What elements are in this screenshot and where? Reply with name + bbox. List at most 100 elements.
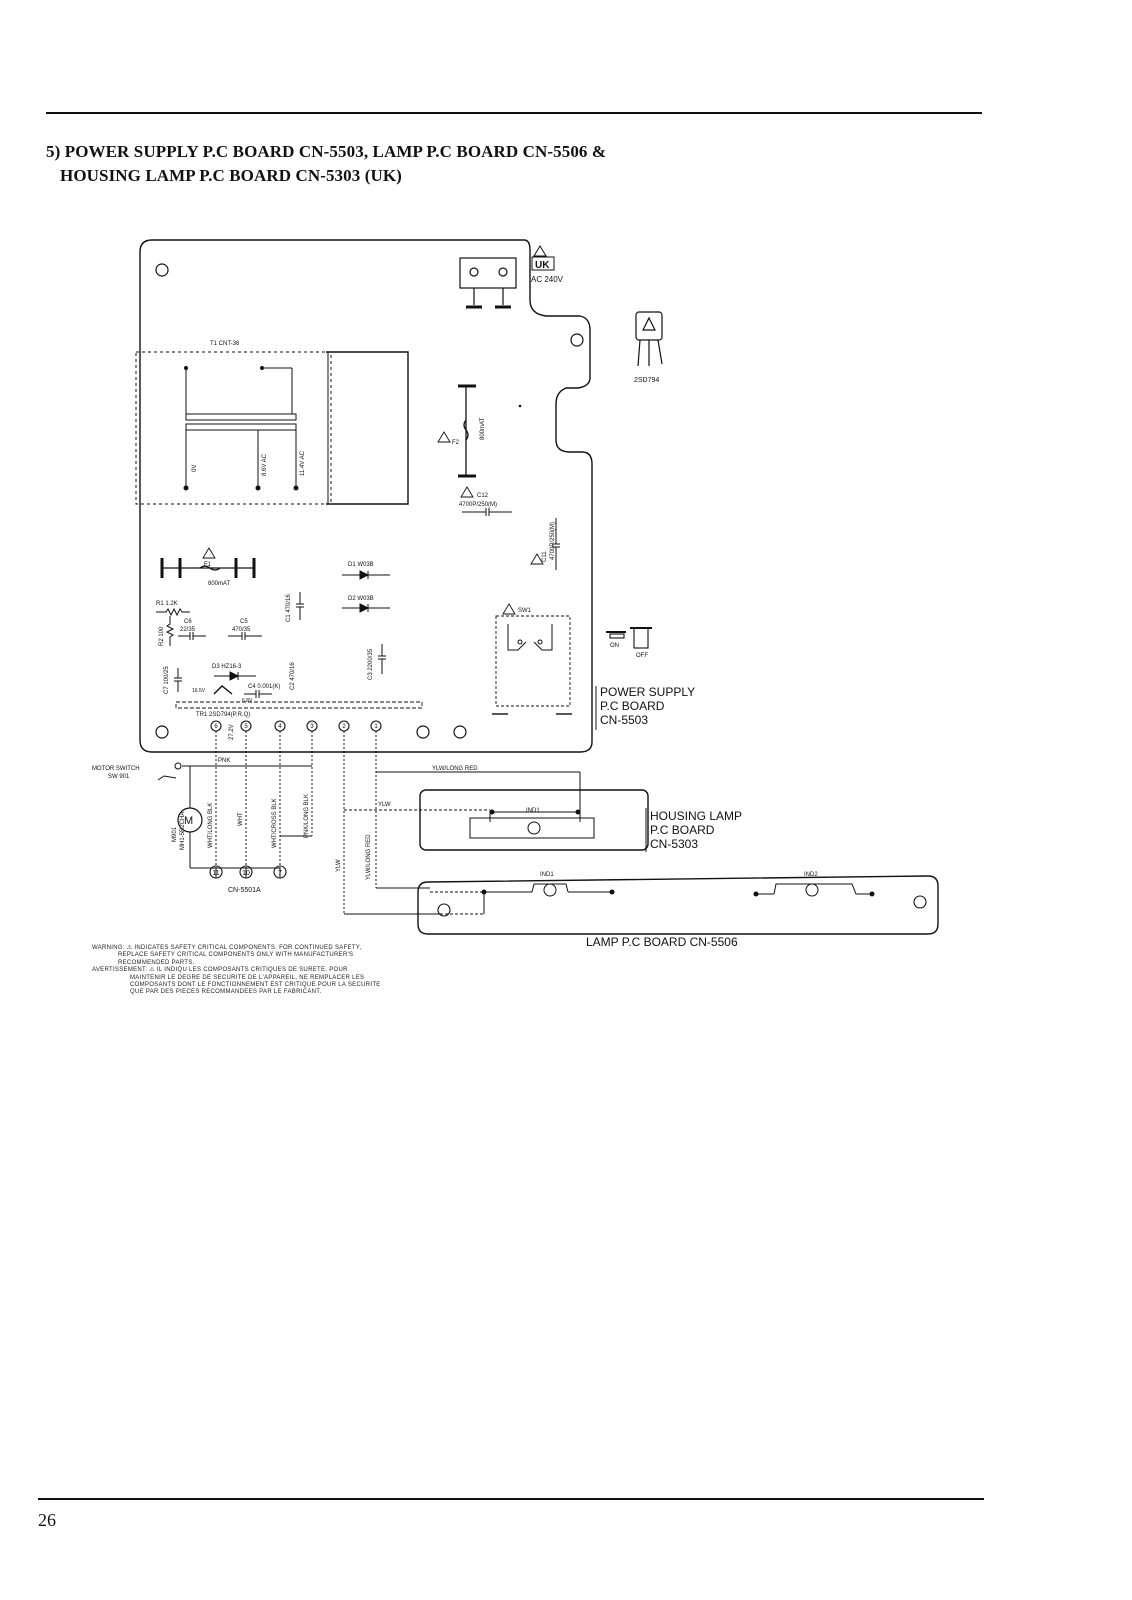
motor-m901 [177, 807, 203, 833]
wire-pnk-long-blk: PNK/LONG BLK [304, 794, 310, 838]
wire-ylw-long-red: YLW/LONG RED [432, 766, 478, 772]
pin-6: 6 [214, 724, 218, 730]
ps-board-line-3: CN-5503 [600, 713, 648, 727]
lamp-ind2-label: IND2 [804, 872, 818, 878]
sw1-outline [495, 615, 571, 707]
m901-label: M901 [172, 826, 178, 842]
c5-name: C5 [240, 619, 248, 625]
fuse-f1-value: 800mAT [208, 581, 231, 587]
pin-5: 5 [244, 724, 248, 730]
avertissement-line-1: AVERTISSEMENT: ⚠ IL INDIQU LES COMPOSANT… [92, 967, 348, 974]
warning-line-2: REPLACE SAFETY CRITICAL COMPONENTS ONLY … [118, 952, 354, 959]
warning-line-3: RECOMMENDED PARTS. [118, 959, 195, 966]
lamp-ind1-label: IND1 [540, 872, 554, 878]
d1-label: D1 W03B [348, 562, 374, 568]
housing-ind1-label: IND1 [526, 808, 540, 814]
c7-label: C7 100/25 [164, 666, 170, 694]
sw901-label: SW 901 [108, 774, 130, 780]
power-supply-board-outline [139, 239, 593, 753]
mount-hole-bottom-left [155, 725, 169, 739]
wire-ylw-long-red-vertical: YLW/LONG RED [366, 834, 372, 880]
transistor-2sd794 [635, 311, 663, 367]
housing-board-line-1: HOUSING LAMP [650, 809, 742, 823]
c2-label: C2 470/16 [290, 662, 296, 690]
c12-value: 4700P/250(M) [459, 502, 497, 508]
motor-switch-label: MOTOR SWITCH [92, 766, 140, 772]
avertissement-line-3: COMPOSANTS DONT LE FONCTIONNEMENT EST CR… [130, 982, 381, 989]
tap-114v-label: 11.4V AC [300, 450, 306, 476]
sw1-label: SW1 [518, 608, 532, 614]
title-line-1: 5) POWER SUPPLY P.C BOARD CN-5503, LAMP … [46, 142, 607, 161]
conn-pin-7: 7 [278, 870, 282, 877]
tap-0v-label: 0V [192, 465, 198, 472]
safety-warning: WARNING: ⚠ INDICATES SAFETY CRITICAL COM… [92, 945, 422, 997]
c1-label: C1 470/16 [286, 594, 292, 622]
pnk-label: PNK [218, 758, 230, 764]
off-label: OFF [636, 653, 648, 659]
c12-name: C12 [477, 493, 489, 499]
fuse-f2 [458, 384, 476, 478]
fuse-f2-value: 800mAT [480, 417, 486, 440]
d3-label: D3 HZ16-3 [212, 664, 242, 670]
c5-value: 470/35 [232, 627, 251, 633]
uk-safety-mark [531, 245, 555, 271]
c4-label: C4 0.001(K) [248, 684, 280, 690]
c6-value: 22/35 [180, 627, 196, 633]
pin-2: 2 [342, 724, 346, 730]
v165-label: 16.5V [192, 688, 206, 694]
lamp-board-label: LAMP P.C BOARD CN-5506 [586, 935, 738, 949]
housing-board-line-2: P.C BOARD [650, 823, 715, 837]
top-rule [46, 112, 982, 114]
r2-label: R2 100 [159, 626, 165, 646]
warning-line-1: WARNING: ⚠ INDICATES SAFETY CRITICAL COM… [92, 945, 362, 951]
mount-hole-bottom-1 [416, 725, 430, 739]
transformer-boundary [135, 351, 332, 505]
sw1-contacts [507, 624, 553, 651]
lamp-board-hole-right [913, 895, 927, 909]
transformer-windings [185, 367, 297, 488]
transformer-label: T1 CNT-36 [210, 341, 240, 347]
pin-4: 4 [278, 724, 282, 730]
tr1-heatsink [175, 701, 423, 709]
wire-wht-long-blk: WHT/LONG BLK [208, 803, 214, 848]
d2-label: D2 W03B [348, 596, 374, 602]
fuse-f1 [160, 558, 256, 578]
tr1-label: TR1 2SD794(P.R.Q) [196, 712, 250, 718]
mount-hole-right [570, 333, 584, 347]
cn5501a-label: CN-5501A [228, 887, 261, 894]
ps-board-line-1: POWER SUPPLY [600, 685, 695, 699]
pin-1: 1 [374, 724, 378, 730]
lamp-board-outline [417, 875, 939, 935]
title-line-2: HOUSING LAMP P.C BOARD CN-5303 (UK) [60, 166, 402, 185]
v272-label: 27.2V [229, 724, 235, 740]
conn-pin-10: 10 [242, 870, 250, 877]
wire-ylw: YLW [378, 802, 391, 808]
wire-ylw-vertical: YLW [336, 859, 342, 872]
transformer-core [326, 351, 409, 505]
c6-name: C6 [184, 619, 192, 625]
pin-3: 3 [310, 724, 314, 730]
c11-value: 4700P/250(M) [550, 522, 556, 560]
avertissement-line-4: QUE PAR DES PIECES RECOMMANDEES PAR LE F… [130, 989, 322, 996]
c3-label: C3 2200/35 [368, 648, 374, 680]
lamp-board-hole-left [437, 903, 451, 917]
c11-name: C11 [542, 551, 548, 562]
transistor-label: 2SD794 [634, 377, 659, 384]
page-number: 26 [38, 1510, 56, 1530]
bottom-rule [38, 1498, 984, 1500]
ac-voltage-label: AC 240V [531, 275, 564, 284]
avertissement-line-2: MAINTENIR LE DEGRE DE SECURITE DE L'APPA… [130, 974, 365, 981]
mount-hole-top-left [155, 263, 169, 277]
housing-lamp-board-outline [419, 789, 649, 851]
fuse-f2-name: F2 [452, 440, 460, 446]
ps-board-line-2: P.C BOARD [600, 699, 665, 713]
tap-86v-label: 8.6V AC [262, 453, 268, 476]
ac-inlet [459, 257, 517, 309]
fuse-f1-name: F1 [204, 562, 212, 568]
m901-part-label: MH1-5R2CHA [180, 812, 186, 850]
r1-label: R1 1.2K [156, 601, 178, 607]
housing-board-line-3: CN-5303 [650, 837, 698, 851]
wire-wht-cross-blk: WHT/CROSS BLK [272, 798, 278, 848]
v68-label: 6.8V [242, 698, 253, 704]
